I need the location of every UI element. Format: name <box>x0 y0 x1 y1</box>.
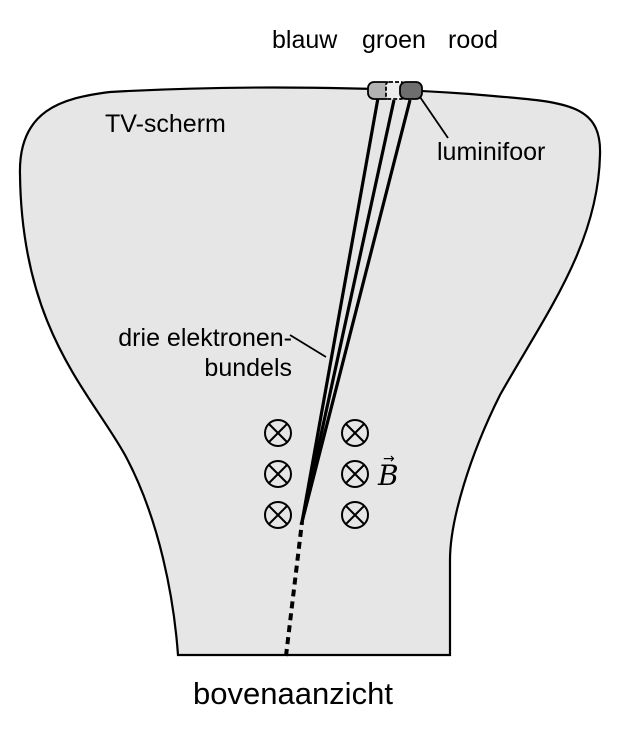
label-magnetic-field: B <box>378 459 399 492</box>
field-vector-arrow-icon: → <box>383 451 395 467</box>
beam-incoming-dashed <box>284 521 304 657</box>
electron-beam-blue <box>300 97 380 523</box>
field-into-page-symbol <box>341 460 369 488</box>
electron-beam-red <box>300 99 412 523</box>
field-into-page-symbol <box>264 460 292 488</box>
electron-beam-green <box>300 99 396 523</box>
label-beams-line1: drie elektronen- <box>118 324 292 352</box>
field-into-page-symbol <box>341 501 369 529</box>
tv-tube-outline <box>18 86 602 657</box>
label-beams-line2: bundels <box>204 354 292 382</box>
phosphor-red-dot <box>399 81 423 100</box>
label-blauw: blauw <box>272 26 338 54</box>
label-groen: groen <box>362 26 426 54</box>
field-into-page-symbol <box>264 419 292 447</box>
field-into-page-symbol <box>341 419 369 447</box>
label-top-view: bovenaanzicht <box>193 676 393 711</box>
label-rood: rood <box>448 26 499 54</box>
label-tv-screen: TV-scherm <box>105 110 226 138</box>
field-into-page-symbol <box>264 501 292 529</box>
beams-pointer-line <box>289 334 327 358</box>
phosphor-pointer-line <box>419 96 449 139</box>
label-phosphor: luminifoor <box>437 138 546 166</box>
